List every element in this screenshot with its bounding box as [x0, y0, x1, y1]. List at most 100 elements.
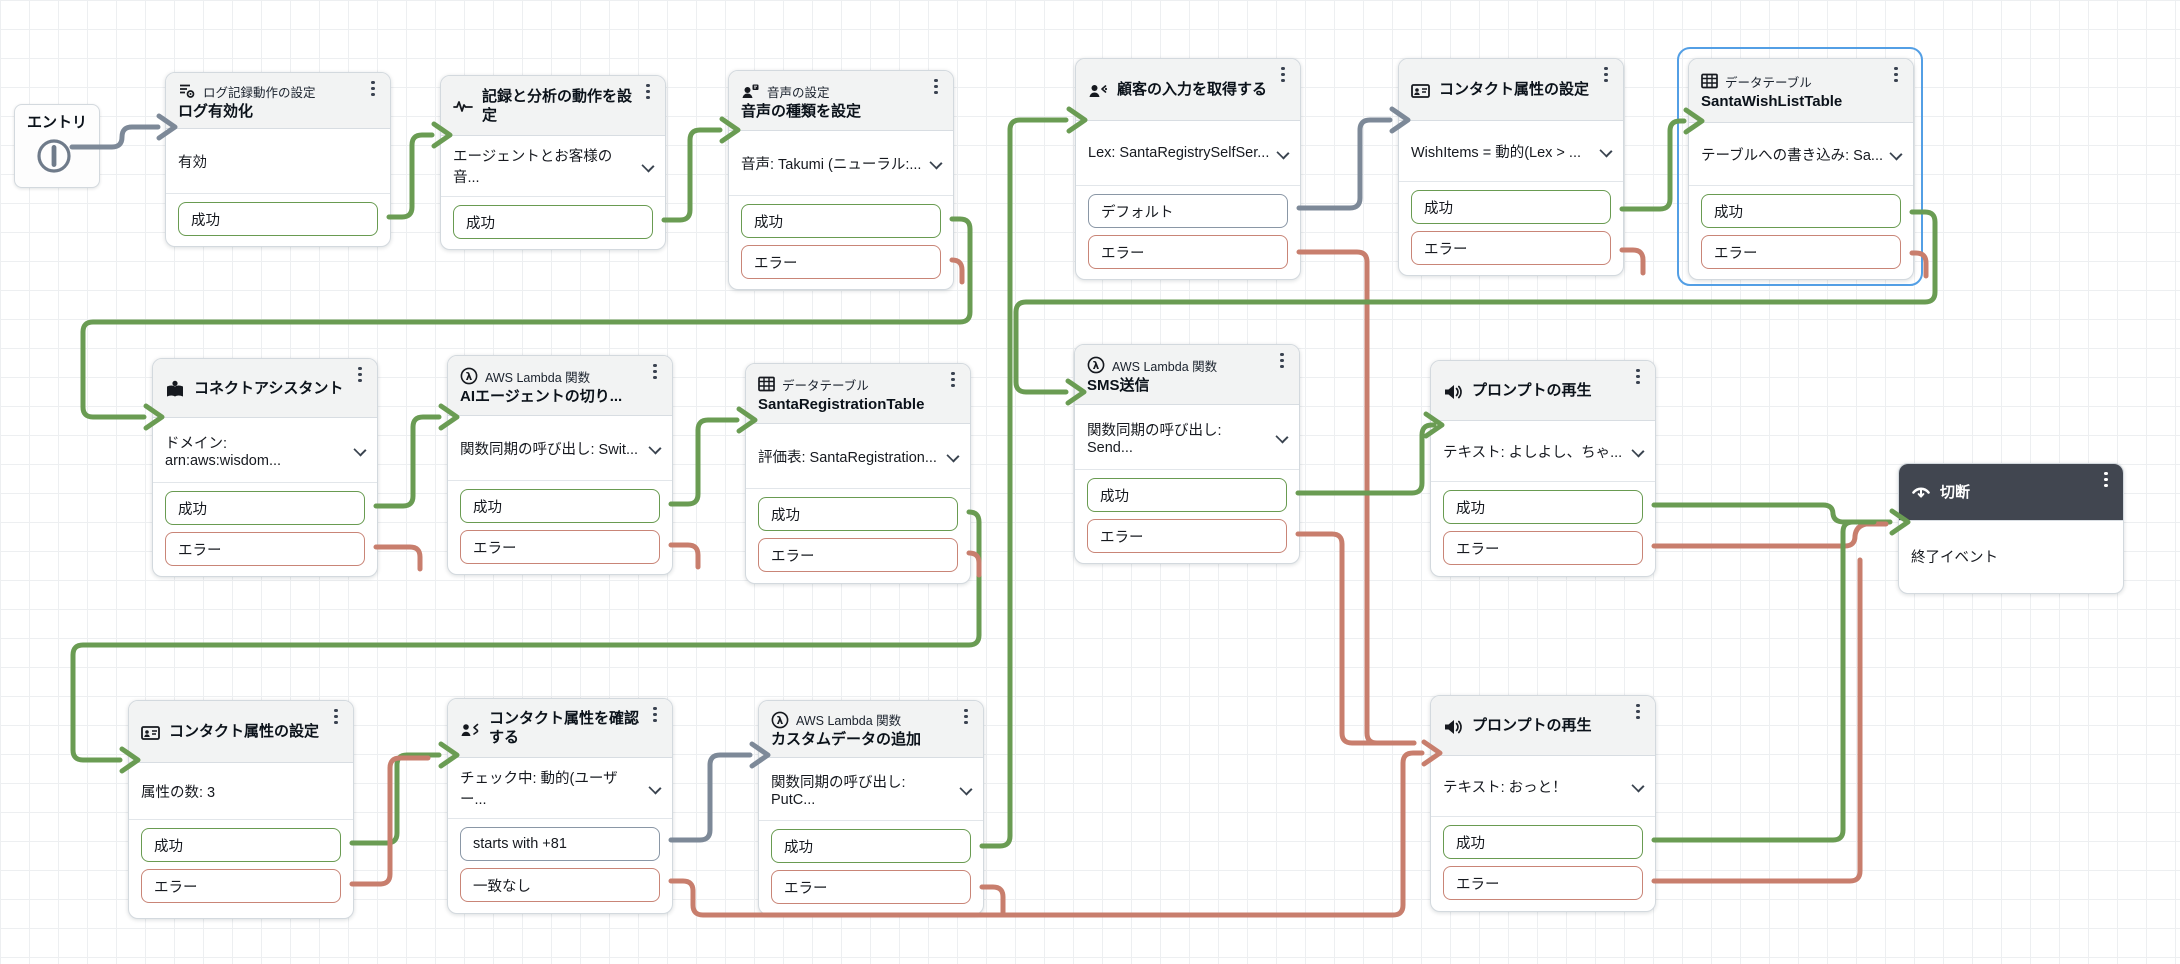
node-menu-kebab-icon[interactable]	[639, 84, 657, 100]
node-menu-kebab-icon[interactable]	[327, 709, 345, 725]
output-branch-error[interactable]: エラー	[1088, 235, 1288, 269]
chevron-down-icon[interactable]	[946, 449, 960, 463]
output-branch-error[interactable]: エラー	[141, 869, 341, 903]
node-parameter-row[interactable]: ドメイン: arn:aws:wisdom...	[153, 418, 377, 483]
flow-node-playBottom[interactable]: プロンプトの再生テキスト: おっと！成功エラー	[1430, 695, 1656, 912]
output-branch-success[interactable]: 成功	[165, 491, 365, 525]
node-header: 音声の設定音声の種類を設定	[729, 71, 953, 131]
chevron-down-icon[interactable]	[1631, 779, 1645, 793]
node-menu-kebab-icon[interactable]	[927, 79, 945, 95]
node-menu-kebab-icon[interactable]	[1629, 369, 1647, 385]
chevron-down-icon[interactable]	[1275, 430, 1289, 444]
output-branch-label: エラー	[754, 255, 798, 272]
flow-node-record[interactable]: 記録と分析の動作を設定エージェントとお客様の音...成功	[440, 75, 666, 250]
edge-record.成功	[661, 127, 723, 223]
flow-node-assistant[interactable]: コネクトアシスタントドメイン: arn:aws:wisdom...成功エラー	[152, 358, 378, 577]
output-branch-success[interactable]: 成功	[141, 828, 341, 862]
node-parameter-row[interactable]: 関数同期の呼び出し: PutC...	[759, 758, 983, 821]
output-branch-error[interactable]: エラー	[771, 870, 971, 904]
chevron-down-icon[interactable]	[353, 443, 367, 457]
output-branch-neutral[interactable]: デフォルト	[1088, 194, 1288, 228]
output-branch-error[interactable]: エラー	[1443, 866, 1643, 900]
output-branch-neutral[interactable]: starts with +81	[460, 827, 660, 861]
output-branch-error[interactable]: エラー	[460, 530, 660, 564]
node-menu-kebab-icon[interactable]	[1597, 67, 1615, 83]
output-branch-success[interactable]: 成功	[178, 202, 378, 236]
output-branch-error[interactable]: 一致なし	[460, 868, 660, 902]
entry-node[interactable]: エントリ	[14, 104, 100, 188]
output-branch-success[interactable]: 成功	[741, 204, 941, 238]
node-title: プロンプトの再生	[1472, 382, 1592, 400]
flow-node-log[interactable]: ログ記録動作の設定ログ有効化有効成功	[165, 72, 391, 247]
chevron-down-icon[interactable]	[1631, 444, 1645, 458]
node-parameter-row[interactable]: エージェントとお客様の音...	[441, 136, 665, 197]
node-menu-kebab-icon[interactable]	[944, 372, 962, 388]
node-parameter-row[interactable]: WishItems = 動的(Lex > ...	[1399, 121, 1623, 182]
node-menu-kebab-icon[interactable]	[646, 364, 664, 380]
output-branch-label: 成功	[784, 839, 813, 856]
node-menu-kebab-icon[interactable]	[957, 709, 975, 725]
flow-node-voice[interactable]: 音声の設定音声の種類を設定音声: Takumi (ニューラル:... 成功エラー	[728, 70, 954, 290]
node-menu-kebab-icon[interactable]	[351, 367, 369, 383]
output-branch-label: エラー	[1456, 876, 1500, 893]
chevron-down-icon[interactable]	[1599, 144, 1613, 158]
node-parameter-row[interactable]: テーブルへの書き込み: Sa...	[1689, 123, 1913, 186]
output-branch-error[interactable]: エラー	[1701, 235, 1901, 269]
output-branch-label: エラー	[1714, 245, 1758, 262]
output-branch-success[interactable]: 成功	[453, 205, 653, 239]
chevron-down-icon[interactable]	[959, 782, 973, 796]
output-branch-label: 成功	[1456, 500, 1485, 517]
speaker-icon	[1443, 718, 1463, 736]
node-parameter-row[interactable]: 関数同期の呼び出し: Swit...	[448, 416, 672, 481]
output-branch-success[interactable]: 成功	[1411, 190, 1611, 224]
chevron-down-icon[interactable]	[648, 781, 662, 795]
flow-node-checkAttr[interactable]: コンタクト属性を確認するチェック中: 動的(ユーザー...starts with…	[447, 698, 673, 914]
output-branch-success[interactable]: 成功	[1443, 490, 1643, 524]
node-parameter-row[interactable]: テキスト: おっと！	[1431, 756, 1655, 817]
output-branch-error[interactable]: エラー	[741, 245, 941, 279]
node-parameter-row[interactable]: 評価表: SantaRegistration...	[746, 424, 970, 489]
chevron-down-icon[interactable]	[641, 159, 655, 173]
output-branch-success[interactable]: 成功	[460, 489, 660, 523]
flow-node-playTop[interactable]: プロンプトの再生テキスト: よしよし、ちゃ... 成功エラー	[1430, 360, 1656, 577]
node-parameter-row[interactable]: 関数同期の呼び出し: Send...	[1075, 405, 1299, 470]
output-branch-success[interactable]: 成功	[758, 497, 958, 531]
output-branch-success[interactable]: 成功	[1087, 478, 1287, 512]
node-menu-kebab-icon[interactable]	[646, 707, 664, 723]
node-parameter-row[interactable]: チェック中: 動的(ユーザー...	[448, 758, 672, 819]
node-parameter-row[interactable]: Lex: SantaRegistrySelfSer...	[1076, 121, 1300, 186]
output-branch-success[interactable]: 成功	[771, 829, 971, 863]
edge-customData.エラー	[979, 884, 1006, 916]
node-parameter-row[interactable]: テキスト: よしよし、ちゃ...	[1431, 421, 1655, 482]
output-branch-error[interactable]: エラー	[1087, 519, 1287, 553]
node-menu-kebab-icon[interactable]	[1274, 67, 1292, 83]
chevron-down-icon[interactable]	[648, 441, 662, 455]
output-branch-error[interactable]: エラー	[758, 538, 958, 572]
chevron-down-icon[interactable]	[1276, 146, 1290, 160]
node-parameter-row[interactable]: 音声: Takumi (ニューラル:...	[729, 131, 953, 196]
chevron-down-icon[interactable]	[929, 156, 943, 170]
output-branch-success[interactable]: 成功	[1443, 825, 1643, 859]
flow-node-disconnect[interactable]: 切断終了イベント	[1898, 463, 2124, 594]
node-menu-kebab-icon[interactable]	[1629, 704, 1647, 720]
node-menu-kebab-icon[interactable]	[2097, 472, 2115, 488]
node-menu-kebab-icon[interactable]	[1273, 353, 1291, 369]
chevron-down-icon[interactable]	[1889, 147, 1903, 161]
output-branch-label: エラー	[178, 542, 222, 559]
output-branch-error[interactable]: エラー	[1443, 531, 1643, 565]
output-branch-success[interactable]: 成功	[1701, 194, 1901, 228]
node-menu-kebab-icon[interactable]	[364, 81, 382, 97]
output-branch-error[interactable]: エラー	[165, 532, 365, 566]
node-menu-kebab-icon[interactable]	[1887, 67, 1905, 83]
output-branch-error[interactable]: エラー	[1411, 231, 1611, 265]
